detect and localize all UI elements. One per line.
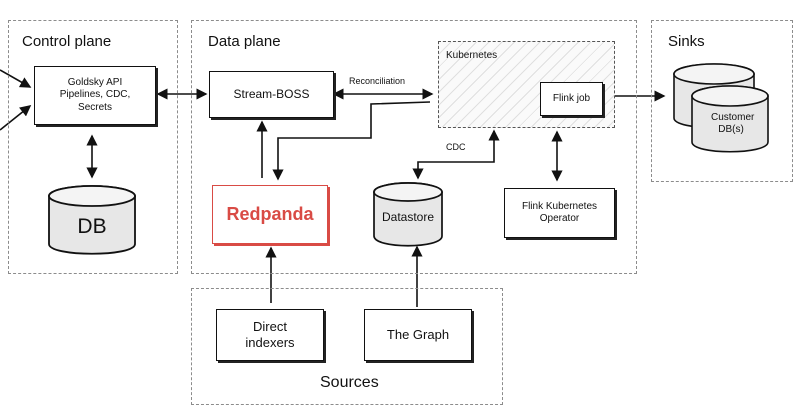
datastore-cdc-edge xyxy=(412,129,500,180)
cdc-edge-label: CDC xyxy=(446,142,466,152)
db-label: DB xyxy=(77,215,107,238)
redpanda-label: Redpanda xyxy=(226,204,314,225)
flink-job-label: Flink job xyxy=(552,92,591,104)
sources-region xyxy=(191,288,503,405)
sources-title: Sources xyxy=(320,374,379,391)
left-incoming-edge-bottom xyxy=(0,105,32,131)
kubernetes-to-redpanda-edge xyxy=(272,101,431,181)
the-graph-label: The Graph xyxy=(386,326,450,342)
stream-boss-label: Stream-BOSS xyxy=(233,87,310,101)
sinks-region xyxy=(651,20,793,182)
goldsky-api-label: Goldsky API Pipelines, CDC, Secrets xyxy=(59,76,131,113)
customer-db-label: Customer DB(s) xyxy=(711,112,755,135)
control-plane-title: Control plane xyxy=(22,33,112,50)
data-plane-region xyxy=(191,20,637,274)
db-cylinder-icon xyxy=(48,185,136,255)
datastore-label: Datastore xyxy=(381,210,435,224)
flink-kubernetes-operator-node[interactable]: Flink Kubernetes Operator xyxy=(504,188,615,238)
data-plane-title: Data plane xyxy=(208,33,281,50)
left-incoming-edge-top xyxy=(0,69,32,88)
flink-job-node[interactable]: Flink job xyxy=(540,82,603,116)
stream-boss-node[interactable]: Stream-BOSS xyxy=(209,71,334,118)
flink-kubernetes-operator-label: Flink Kubernetes Operator xyxy=(521,200,598,225)
customer-db-front-cylinder-icon xyxy=(691,85,769,153)
datastore-cylinder-icon xyxy=(373,182,443,247)
control-plane-region xyxy=(8,20,178,274)
direct-indexers-label: Direct indexers xyxy=(245,318,295,350)
reconciliation-edge-label: Reconciliation xyxy=(349,76,406,86)
kubernetes-label: Kubernetes xyxy=(446,50,498,61)
goldsky-api-node[interactable]: Goldsky API Pipelines, CDC, Secrets xyxy=(34,66,156,125)
direct-indexers-node[interactable]: Direct indexers xyxy=(216,309,324,361)
the-graph-node[interactable]: The Graph xyxy=(364,309,472,361)
sinks-title: Sinks xyxy=(668,33,705,50)
redpanda-node[interactable]: Redpanda xyxy=(212,185,328,244)
